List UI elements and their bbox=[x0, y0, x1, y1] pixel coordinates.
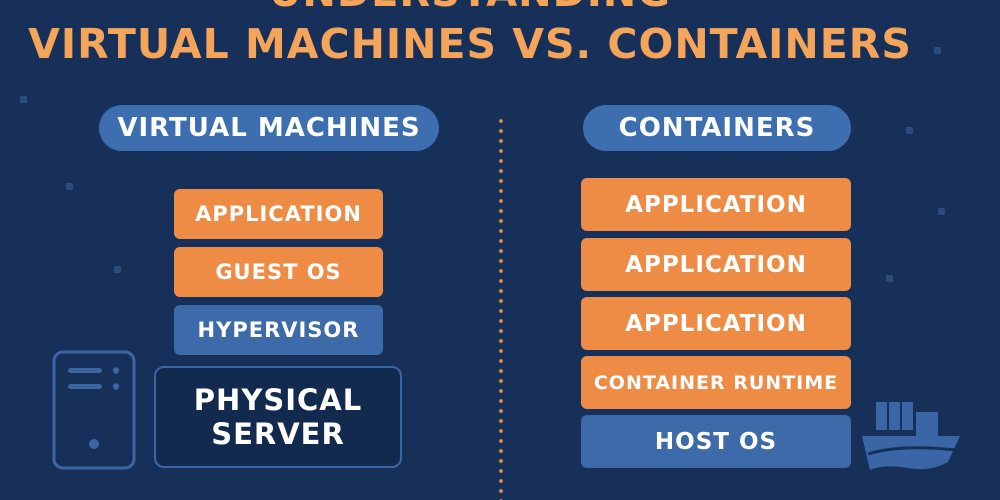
title-line-2: VIRTUAL MACHINES VS. CONTAINERS bbox=[28, 20, 912, 68]
container-layer-runtime: CONTAINER RUNTIME bbox=[581, 356, 851, 409]
container-layer-application-3: APPLICATION bbox=[581, 297, 851, 350]
container-layer-application-1: APPLICATION bbox=[581, 178, 851, 231]
server-tower-icon bbox=[52, 350, 136, 470]
background-dot bbox=[20, 96, 27, 103]
vm-layer-hypervisor: HYPERVISOR bbox=[174, 305, 383, 355]
container-ship-icon bbox=[862, 402, 960, 470]
background-dot bbox=[66, 183, 73, 190]
container-layer-application-2: APPLICATION bbox=[581, 238, 851, 291]
vm-physical-server: PHYSICAL SERVER bbox=[154, 366, 402, 468]
vm-layer-guest-os: GUEST OS bbox=[174, 247, 383, 297]
background-dot bbox=[906, 127, 913, 134]
vm-heading: VIRTUAL MACHINES bbox=[99, 105, 439, 151]
background-dot bbox=[938, 208, 945, 215]
title-line-1: UNDERSTANDING bbox=[0, 0, 940, 16]
physical-server-label-line-1: PHYSICAL bbox=[193, 383, 363, 417]
physical-server-label-line-2: SERVER bbox=[211, 417, 345, 451]
section-divider bbox=[499, 116, 503, 500]
vm-layer-application: APPLICATION bbox=[174, 189, 383, 239]
background-dot bbox=[114, 266, 121, 273]
background-dot bbox=[934, 47, 941, 54]
containers-heading: CONTAINERS bbox=[583, 105, 851, 151]
container-layer-host-os: HOST OS bbox=[581, 415, 851, 468]
background-dot bbox=[886, 275, 893, 282]
